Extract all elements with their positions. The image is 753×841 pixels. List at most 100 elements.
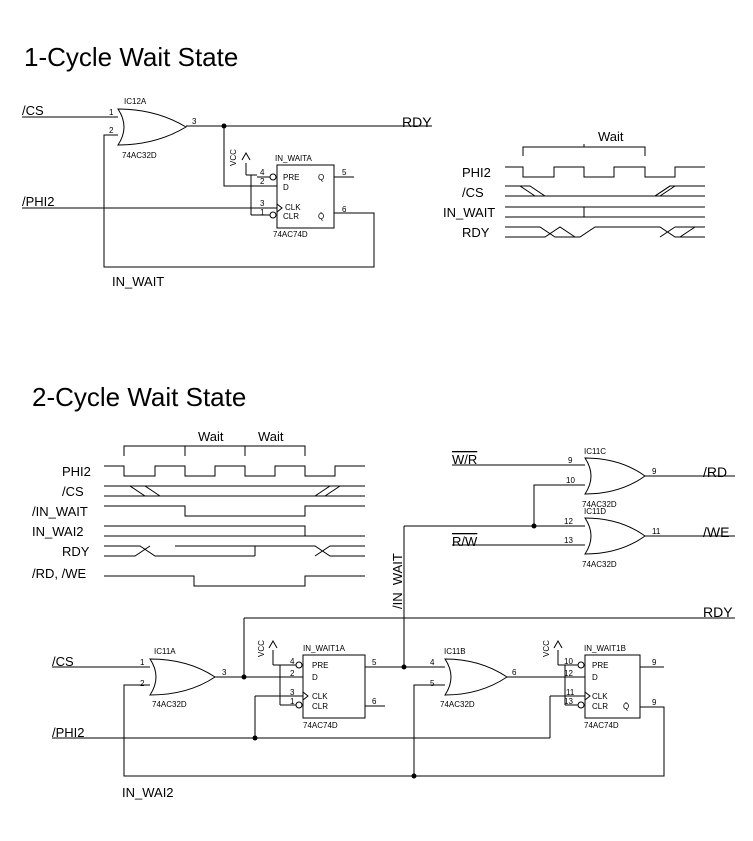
svg-text:D: D	[312, 673, 318, 682]
or-gate-ic12a: IC12A 74AC32D 1 2 3	[109, 97, 197, 160]
svg-text:IC11A: IC11A	[154, 647, 176, 656]
svg-text:3: 3	[290, 688, 295, 697]
svg-text:PRE: PRE	[283, 173, 299, 182]
timing-diagram-1: Wait PHI2 /CS IN_WAIT RDY	[443, 129, 705, 240]
timing-signal-in-wai2: IN_WAI2	[32, 524, 84, 539]
cs-input-label: /CS	[22, 103, 44, 118]
svg-text:3: 3	[260, 199, 265, 208]
timing-signal-phi2: PHI2	[62, 464, 91, 479]
svg-text:IN_WAIT1B: IN_WAIT1B	[584, 644, 626, 653]
wait-bracket-label: Wait	[598, 129, 624, 144]
svg-text:CLK: CLK	[592, 692, 608, 701]
svg-text:2: 2	[109, 126, 114, 135]
timing-signal-rd-we: /RD, /WE	[32, 566, 86, 581]
svg-text:2: 2	[260, 177, 265, 186]
timing-signal-phi2: PHI2	[462, 165, 491, 180]
svg-text:PRE: PRE	[312, 661, 328, 670]
svg-text:Q̄: Q̄	[623, 702, 629, 711]
timing-signal-rdy: RDY	[462, 225, 490, 240]
svg-text:Q̄: Q̄	[318, 212, 324, 221]
timing-diagram-2: Wait Wait PHI2 /CS /IN_WAIT IN_WAI2 RDY …	[32, 429, 365, 587]
rw-input-label: R/W	[452, 534, 478, 549]
vcc-label: VCC	[542, 640, 551, 657]
flipflop-in-wait1a: IN_WAIT1A 74AC74D PRE D CLK CLR 4 2 3 1 …	[285, 644, 377, 730]
svg-text:10: 10	[564, 657, 573, 666]
svg-text:CLK: CLK	[312, 692, 328, 701]
we-output-label: /WE	[703, 524, 729, 540]
svg-text:74AC32D: 74AC32D	[582, 560, 617, 569]
timing-signal-in-wait: IN_WAIT	[443, 205, 495, 220]
svg-text:9: 9	[652, 467, 657, 476]
svg-text:74AC32D: 74AC32D	[152, 700, 187, 709]
svg-text:1: 1	[260, 208, 265, 217]
section1-wires	[22, 116, 432, 268]
svg-text:4: 4	[430, 658, 435, 667]
svg-text:10: 10	[566, 476, 575, 485]
svg-text:5: 5	[430, 679, 435, 688]
rdy-output-label: RDY	[402, 114, 432, 130]
gate-part: 74AC32D	[122, 151, 157, 160]
section2-title: 2-Cycle Wait State	[32, 382, 246, 412]
vcc-label: VCC	[229, 149, 238, 166]
svg-text:74AC74D: 74AC74D	[303, 721, 338, 730]
svg-text:11: 11	[566, 688, 575, 697]
svg-text:3: 3	[192, 117, 197, 126]
svg-text:74AC32D: 74AC32D	[440, 700, 475, 709]
svg-text:6: 6	[512, 668, 517, 677]
flipflop-in-wait1b: IN_WAIT1B 74AC74D PRE D CLK CLR Q̄ 10 12…	[564, 644, 657, 730]
svg-text:1: 1	[290, 697, 295, 706]
svg-text:CLR: CLR	[312, 702, 328, 711]
svg-text:D: D	[283, 183, 289, 192]
svg-text:13: 13	[564, 536, 573, 545]
svg-text:74AC32D: 74AC32D	[582, 500, 617, 509]
svg-text:74AC74D: 74AC74D	[584, 721, 619, 730]
svg-text:3: 3	[222, 668, 227, 677]
vcc-label: VCC	[257, 640, 266, 657]
junction-dot	[401, 664, 407, 670]
rdy-output-label: RDY	[703, 604, 733, 620]
rd-output-label: /RD	[703, 464, 727, 480]
timing-signal-cs: /CS	[462, 185, 484, 200]
svg-text:6: 6	[372, 697, 377, 706]
gate-ref: IC12A	[124, 97, 147, 106]
svg-text:IC11C: IC11C	[584, 447, 606, 456]
svg-text:2: 2	[290, 669, 295, 678]
svg-text:4: 4	[290, 657, 295, 666]
svg-text:6: 6	[342, 205, 347, 214]
or-gate-ic11b: IC11B 74AC32D 4 5 6	[430, 647, 517, 709]
or-gate-ic11d: IC11D 74AC32D 12 13 11	[564, 507, 661, 569]
junction-dot	[531, 523, 537, 529]
svg-text:1: 1	[109, 108, 114, 117]
flipflop-ref: IN_WAITA	[275, 154, 313, 163]
phi2-input-label: /PHI2	[52, 725, 85, 740]
phi2-input-label: /PHI2	[22, 194, 55, 209]
in-wait-vertical-label: /IN_WAIT	[390, 553, 405, 609]
wait-bracket-label-2: Wait	[258, 429, 284, 444]
svg-text:IN_WAIT1A: IN_WAIT1A	[303, 644, 346, 653]
svg-text:5: 5	[342, 168, 347, 177]
svg-text:9: 9	[652, 698, 657, 707]
svg-text:IC11B: IC11B	[444, 647, 466, 656]
wait-bracket-label-1: Wait	[198, 429, 224, 444]
svg-text:9: 9	[652, 658, 657, 667]
junction-dot	[252, 735, 258, 741]
wr-input-label: W/R	[452, 452, 477, 467]
svg-text:CLR: CLR	[283, 212, 299, 221]
timing-signal-in-wait: /IN_WAIT	[32, 504, 88, 519]
section2-wires	[52, 464, 735, 777]
svg-text:13: 13	[564, 697, 573, 706]
cs-input-label: /CS	[52, 654, 74, 669]
timing-signal-cs: /CS	[62, 484, 84, 499]
flipflop-part: 74AC74D	[273, 230, 308, 239]
junction-dot	[241, 674, 247, 680]
svg-text:CLK: CLK	[285, 203, 301, 212]
junction-dot	[221, 123, 227, 129]
svg-text:2: 2	[140, 679, 145, 688]
in-wait-net-label: IN_WAIT	[112, 274, 164, 289]
svg-text:Q: Q	[318, 173, 324, 182]
svg-text:1: 1	[140, 658, 145, 667]
svg-text:4: 4	[260, 168, 265, 177]
svg-text:PRE: PRE	[592, 661, 608, 670]
svg-text:12: 12	[564, 517, 573, 526]
